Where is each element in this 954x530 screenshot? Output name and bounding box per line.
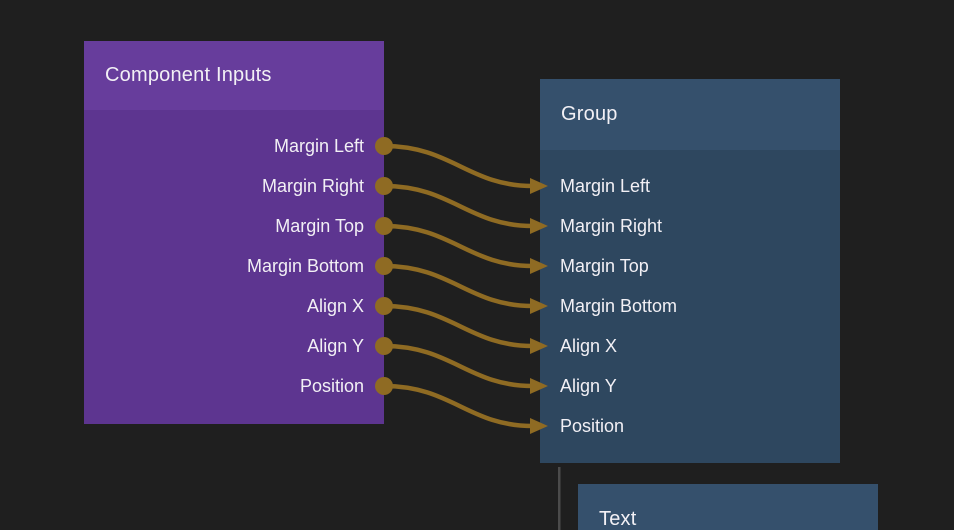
- edge-gray-vertical[interactable]: [558, 467, 561, 530]
- arrowhead-icon: [530, 378, 548, 394]
- output-port-position[interactable]: Position: [299, 376, 364, 396]
- input-port-margin-right[interactable]: Margin Right: [560, 216, 663, 236]
- output-port-dot[interactable]: [375, 257, 393, 275]
- connection-align-y[interactable]: [375, 337, 548, 394]
- node-group-header[interactable]: Group: [540, 79, 840, 150]
- output-port-margin-left[interactable]: Margin Left: [273, 136, 364, 156]
- node-component-inputs-title: Component Inputs: [105, 64, 272, 86]
- input-port-align-y[interactable]: Align Y: [560, 376, 617, 396]
- node-group[interactable]: Group Margin Left Margin Right Margin To…: [540, 79, 840, 463]
- node-component-inputs-header[interactable]: Component Inputs: [84, 41, 384, 110]
- node-text[interactable]: Text: [578, 484, 878, 530]
- output-port-dot[interactable]: [375, 297, 393, 315]
- connection-wire[interactable]: [383, 223, 534, 269]
- input-port-margin-top[interactable]: Margin Top: [560, 256, 649, 276]
- output-port-dot[interactable]: [375, 177, 393, 195]
- output-port-margin-right[interactable]: Margin Right: [261, 176, 364, 196]
- node-group-body: Margin Left Margin Right Margin Top Marg…: [540, 150, 840, 446]
- node-component-inputs-body: Margin Left Margin Right Margin Top Marg…: [84, 110, 384, 406]
- connection-margin-left[interactable]: [375, 137, 548, 194]
- connection-position[interactable]: [375, 377, 548, 434]
- output-port-dot[interactable]: [375, 137, 393, 155]
- connection-margin-top[interactable]: [375, 217, 548, 274]
- arrowhead-icon: [530, 418, 548, 434]
- output-port-margin-bottom[interactable]: Margin Bottom: [246, 256, 364, 276]
- connection-wire[interactable]: [383, 183, 534, 229]
- connection-margin-right[interactable]: [375, 177, 548, 234]
- arrowhead-icon: [530, 338, 548, 354]
- connection-wire[interactable]: [383, 303, 534, 349]
- connection-wire[interactable]: [383, 383, 534, 429]
- output-port-align-y[interactable]: Align Y: [307, 336, 364, 356]
- output-port-margin-top[interactable]: Margin Top: [275, 216, 364, 236]
- input-port-position[interactable]: Position: [560, 416, 625, 436]
- output-port-dot[interactable]: [375, 377, 393, 395]
- output-port-dot[interactable]: [375, 217, 393, 235]
- output-port-dot[interactable]: [375, 337, 393, 355]
- arrowhead-icon: [530, 298, 548, 314]
- arrowhead-icon: [530, 178, 548, 194]
- node-group-title: Group: [561, 103, 618, 125]
- node-component-inputs[interactable]: Component Inputs Margin Left Margin Righ…: [84, 41, 384, 424]
- input-port-margin-left[interactable]: Margin Left: [560, 176, 651, 196]
- connection-wire[interactable]: [383, 343, 534, 389]
- connection-wire[interactable]: [383, 143, 534, 189]
- connection-margin-bottom[interactable]: [375, 257, 548, 314]
- input-port-margin-bottom[interactable]: Margin Bottom: [560, 296, 678, 316]
- node-text-title: Text: [599, 507, 637, 530]
- input-port-align-x[interactable]: Align X: [560, 336, 618, 356]
- arrowhead-icon: [530, 258, 548, 274]
- connection-wire[interactable]: [383, 263, 534, 309]
- connection-align-x[interactable]: [375, 297, 548, 354]
- node-text-header[interactable]: Text: [578, 484, 878, 530]
- arrowhead-icon: [530, 218, 548, 234]
- output-port-align-x[interactable]: Align X: [306, 296, 364, 316]
